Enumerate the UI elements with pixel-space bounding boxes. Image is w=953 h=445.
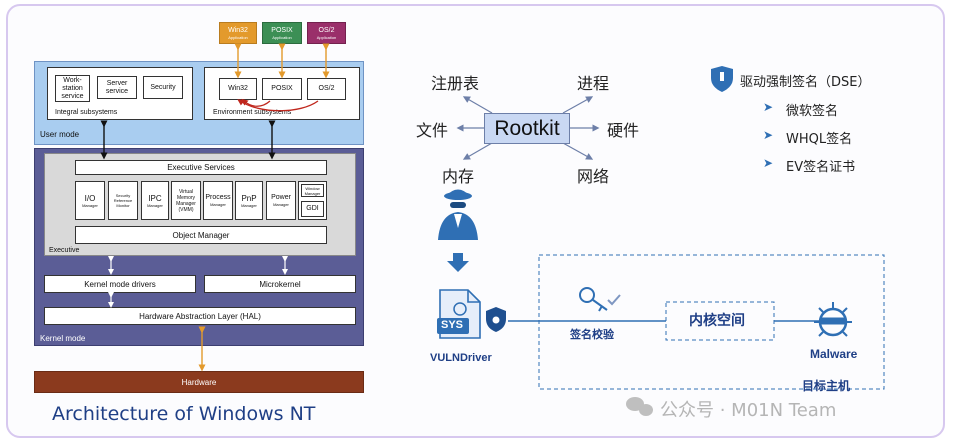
target-host-label: 目标主机	[802, 379, 851, 393]
manager-io-big: I/O	[84, 193, 96, 203]
arrow-posix-to-win32	[241, 98, 271, 107]
spoke-label-network: 网络	[577, 167, 610, 186]
vuln-driver-label: VULNDriver	[430, 352, 492, 364]
dse-item-microsoft: 微软签名	[786, 104, 839, 119]
dse-title: 驱动强制签名（DSE）	[740, 75, 871, 90]
rootkit-box: Rootkit	[484, 113, 570, 144]
spoke-memory	[462, 142, 493, 160]
manager-ipc: IPC Manager	[141, 181, 169, 220]
environment-subsystems-label: Environment subsystems	[213, 109, 292, 116]
security-service: Security	[143, 76, 183, 99]
spoke-label-file: 文件	[416, 121, 449, 140]
spoke-registry	[462, 96, 493, 114]
shield-bug-icon	[486, 307, 506, 332]
manager-io-small: Manager	[82, 202, 98, 208]
manager-vmm-small: Virtual Memory Manager (VMM)	[176, 188, 196, 213]
executive-label: Executive	[49, 247, 80, 254]
dse-bullet-2: ➤	[763, 128, 774, 142]
down-arrow	[447, 253, 469, 272]
object-manager: Object Manager	[75, 226, 327, 244]
architecture-connectors	[100, 43, 330, 372]
spoke-network	[562, 142, 594, 160]
dse-shield-icon	[711, 66, 733, 92]
manager-ipc-small: Manager	[147, 202, 163, 208]
kernel-mode-drivers: Kernel mode drivers	[44, 275, 196, 293]
dse-item-whql: WHQL签名	[786, 132, 853, 147]
app-posix-label: POSIX	[271, 26, 293, 34]
app-win32-label: Win32	[228, 26, 248, 34]
server-service: Server service	[97, 76, 137, 99]
spoke-label-hardware: 硬件	[607, 121, 640, 140]
executive-services: Executive Services	[75, 160, 327, 175]
manager-io: I/O Manager	[75, 181, 105, 220]
app-os2-label: OS/2	[318, 26, 335, 34]
app-posix: POSIX Application	[262, 22, 302, 44]
spoke-label-registry: 注册表	[431, 74, 480, 93]
sign-check-label: 签名校验	[570, 328, 614, 341]
manager-srm-small: Security Reference Monitor	[113, 193, 133, 208]
manager-power-big: Power	[271, 194, 291, 201]
malware-label: Malware	[810, 347, 858, 361]
dse-bullet-3: ➤	[763, 156, 774, 170]
env-posix: POSIX	[262, 78, 302, 100]
user-mode-label: User mode	[40, 130, 80, 139]
dse-item-ev: EV签名证书	[786, 160, 856, 175]
manager-process-small: Manager	[210, 202, 226, 207]
spoke-label-memory: 内存	[442, 167, 475, 186]
manager-ipc-big: IPC	[148, 193, 162, 203]
dse-bullet-1: ➤	[763, 100, 774, 114]
app-win32: Win32 Application	[219, 22, 257, 44]
target-host-region	[538, 254, 885, 390]
app-os2-sub: Application	[316, 34, 337, 40]
wechat-icon	[626, 397, 653, 416]
app-posix-sub: Application	[272, 34, 292, 40]
app-win32-sub: Application	[228, 34, 248, 40]
diagram-caption: Architecture of Windows NT	[52, 403, 316, 425]
manager-pnp-big: PnP	[241, 193, 257, 203]
arrow-os2-to-win32	[237, 99, 319, 112]
rootkit-connectors	[437, 66, 885, 416]
manager-process-big: Process	[205, 194, 231, 201]
kernel-space-label: 内核空间	[689, 313, 745, 329]
manager-process: Process Manager	[203, 181, 233, 220]
manager-power-small: Manager	[273, 202, 289, 207]
microkernel: Microkernel	[204, 275, 356, 293]
hacker-icon	[438, 189, 478, 240]
integral-subsystems-label: Integral subsystems	[55, 109, 118, 116]
env-os2: OS/2	[307, 78, 346, 100]
window-manager: Window Manager	[301, 184, 324, 197]
manager-pnp: PnP Manager	[235, 181, 263, 220]
hardware: Hardware	[34, 371, 364, 393]
manager-pnp-small: Manager	[241, 202, 257, 208]
manager-vmm: Virtual Memory Manager (VMM)	[171, 181, 201, 220]
spoke-label-process: 进程	[577, 74, 610, 93]
workstation-service: Work-station service	[55, 75, 90, 102]
gdi: GDI	[301, 201, 324, 217]
spoke-process	[562, 96, 594, 114]
watermark: 公众号 · M01N Team	[660, 400, 837, 421]
kernel-mode-label: Kernel mode	[40, 334, 86, 343]
manager-security-reference: Security Reference Monitor	[108, 181, 138, 220]
malware-bug-icon	[814, 302, 852, 337]
key-check-icon	[579, 287, 621, 312]
rootkit-diagram: Rootkit 注册表 进程 文件 硬件 内存 网络 驱动强制签名（DSE） ➤…	[400, 0, 953, 445]
hal: Hardware Abstraction Layer (HAL)	[44, 307, 356, 325]
sys-label: SYS	[441, 319, 464, 331]
manager-power: Power Manager	[266, 181, 296, 220]
architecture-diagram: Win32 Application POSIX Application OS/2…	[0, 0, 400, 445]
app-os2: OS/2 Application	[307, 22, 346, 44]
sys-file-icon	[437, 289, 481, 339]
